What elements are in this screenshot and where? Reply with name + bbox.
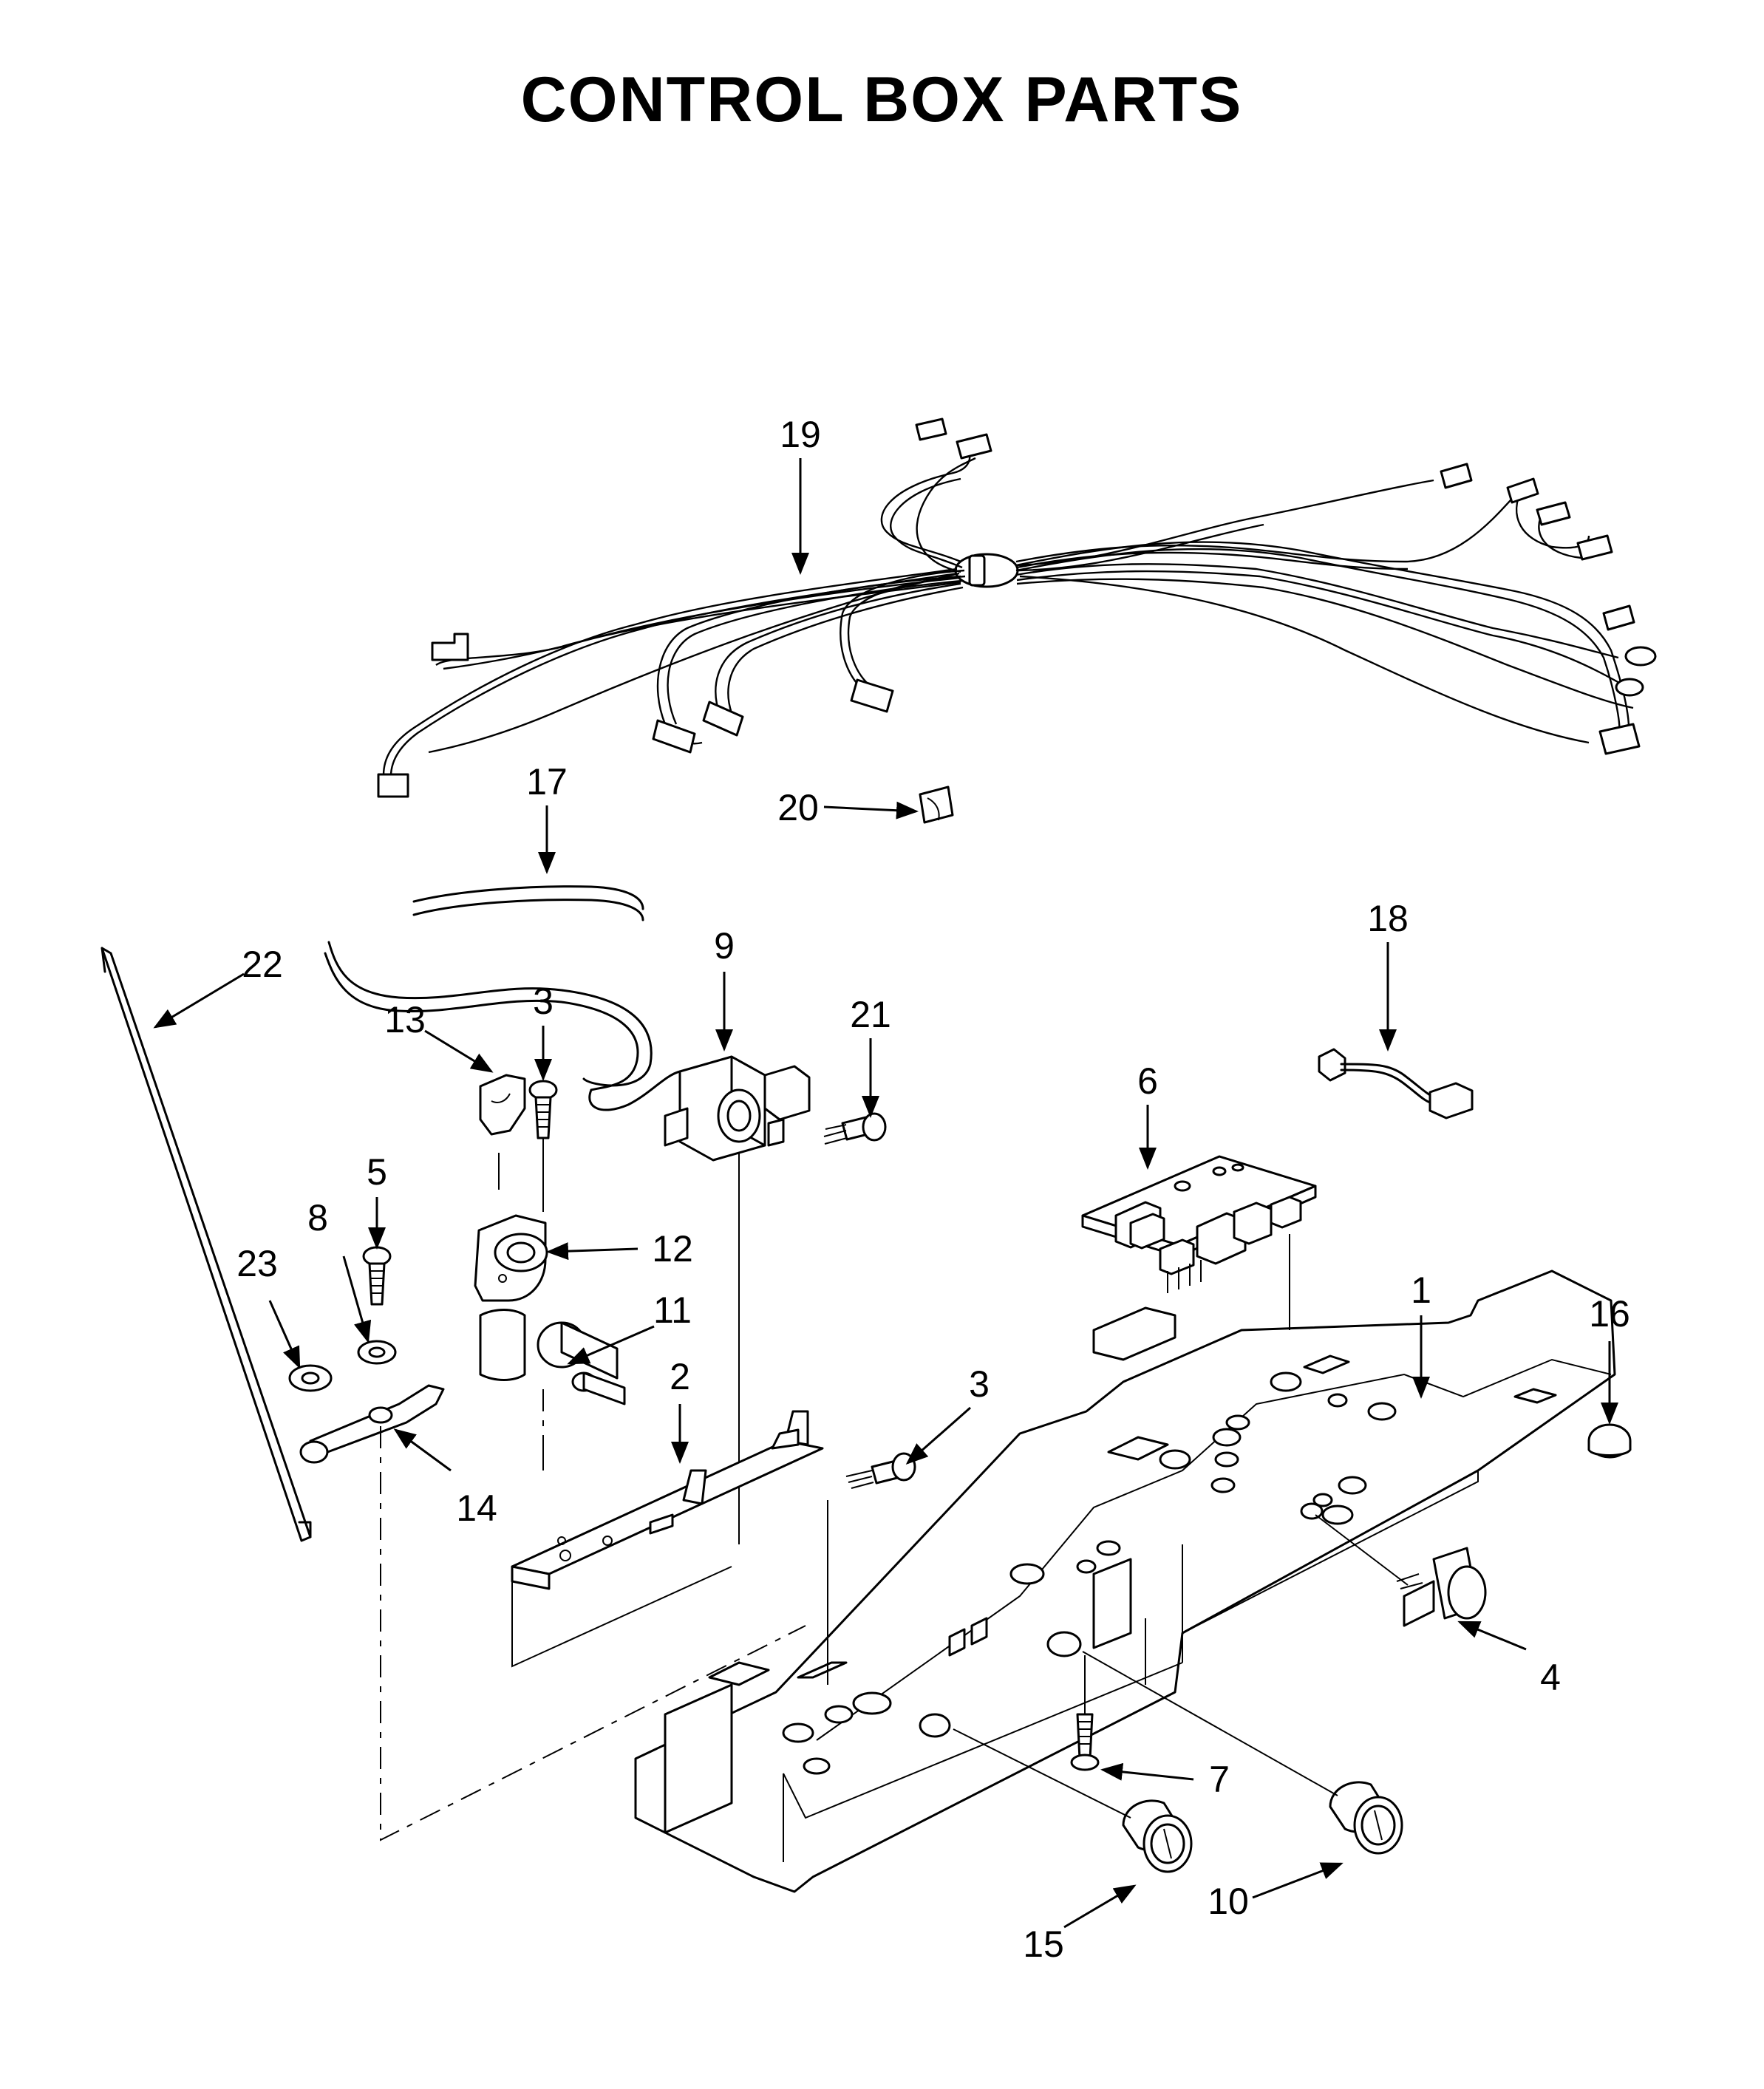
bracket-part-13 (479, 1074, 526, 1190)
shaft-part-11 (479, 1309, 626, 1448)
thermostat-part-9 (664, 1055, 811, 1544)
wire-harness-part-19 (377, 418, 1657, 798)
rod-part-22 (101, 947, 312, 1542)
callout-18: 18 (1367, 898, 1409, 939)
screw-part-3-lower (845, 1452, 916, 1489)
callout-12: 12 (652, 1228, 693, 1270)
callout-15: 15 (1023, 1923, 1064, 1965)
callout-22: 22 (242, 944, 283, 985)
light-socket-part-4 (1315, 1514, 1487, 1627)
washer-part-23 (288, 1364, 333, 1392)
screw-part-7 (1070, 1655, 1100, 1771)
mounting-bracket-part-2 (511, 1410, 824, 1668)
screw-part-21 (823, 1112, 887, 1145)
callout-9: 9 (714, 925, 735, 967)
callout-19: 19 (780, 414, 821, 455)
callout-3-upper: 3 (533, 981, 554, 1022)
callout-13: 13 (384, 999, 426, 1040)
callout-16: 16 (1589, 1293, 1630, 1335)
callout-labels: 19 17 20 22 9 3 13 21 18 6 5 8 23 12 11 … (236, 414, 1630, 1965)
callout-2: 2 (670, 1356, 690, 1397)
tube-part-17 (412, 885, 644, 921)
lever-part-14 (299, 1384, 806, 1841)
sensor-part-18 (1318, 1048, 1474, 1120)
callout-10: 10 (1208, 1881, 1249, 1922)
callout-20: 20 (777, 787, 819, 828)
washer-part-8 (357, 1340, 397, 1365)
callout-6: 6 (1137, 1060, 1158, 1102)
callout-14: 14 (456, 1487, 497, 1529)
callout-4: 4 (1540, 1657, 1561, 1698)
callout-23: 23 (236, 1243, 278, 1284)
capillary-tube (324, 941, 681, 1111)
control-board-part-6 (1081, 1155, 1317, 1330)
callout-3-lower: 3 (969, 1363, 990, 1405)
callout-11: 11 (653, 1289, 692, 1331)
callout-8: 8 (307, 1197, 328, 1238)
callout-7: 7 (1209, 1759, 1230, 1800)
clip-part-20 (919, 785, 954, 824)
leader-arrows (153, 458, 1618, 1929)
clamp-part-12 (474, 1214, 548, 1302)
page-title: CONTROL BOX PARTS (521, 64, 1243, 135)
callout-1: 1 (1411, 1270, 1431, 1311)
callout-17: 17 (526, 761, 568, 802)
cap-part-16 (1587, 1423, 1632, 1459)
screw-part-5 (362, 1246, 392, 1306)
screw-part-3-upper (528, 1080, 558, 1212)
callout-21: 21 (850, 994, 891, 1035)
callout-5: 5 (367, 1151, 387, 1193)
knob-part-15 (953, 1728, 1193, 1873)
control-box-housing-part-1 (634, 1270, 1616, 1893)
knob-part-10 (1082, 1651, 1403, 1855)
